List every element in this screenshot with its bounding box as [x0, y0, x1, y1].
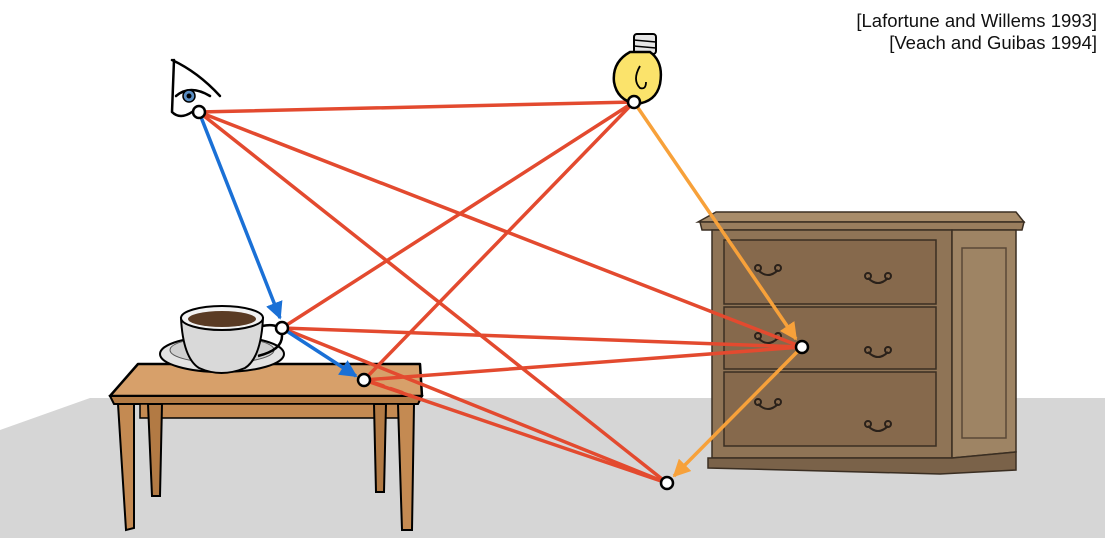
floor-vertex [659, 475, 675, 491]
citation-lafortune: [Lafortune and Willems 1993] [856, 10, 1097, 31]
coffee-cup-icon [159, 305, 285, 374]
connection-line [280, 100, 636, 330]
light-bulb-icon [612, 33, 663, 106]
connection-line [362, 100, 636, 382]
citation-block: [Lafortune and Willems 1993] [Veach and … [856, 10, 1097, 54]
connection-paths [197, 100, 804, 485]
connection-line [197, 110, 804, 349]
table-vertex [356, 372, 372, 388]
camera-subpath [197, 111, 358, 378]
eye-icon [170, 58, 222, 118]
connection-line [280, 326, 804, 349]
path-vertices [191, 94, 810, 491]
cup-vertex [274, 320, 290, 336]
occluded-connection-line [370, 380, 414, 398]
connection-line [362, 378, 669, 485]
camera-ray [197, 111, 283, 320]
connection-line [197, 100, 636, 114]
camera-ray [281, 326, 358, 378]
light-ray [672, 345, 804, 478]
connection-line [362, 345, 804, 382]
dresser-icon [695, 211, 1026, 475]
light-ray [632, 101, 798, 341]
dresser-vertex [794, 339, 810, 355]
connection-line [280, 326, 669, 485]
connection-line [197, 110, 669, 485]
light-vertex [626, 94, 642, 110]
citation-veach: [Veach and Guibas 1994] [889, 32, 1097, 53]
light-subpath [632, 101, 804, 478]
camera-vertex [191, 104, 207, 120]
